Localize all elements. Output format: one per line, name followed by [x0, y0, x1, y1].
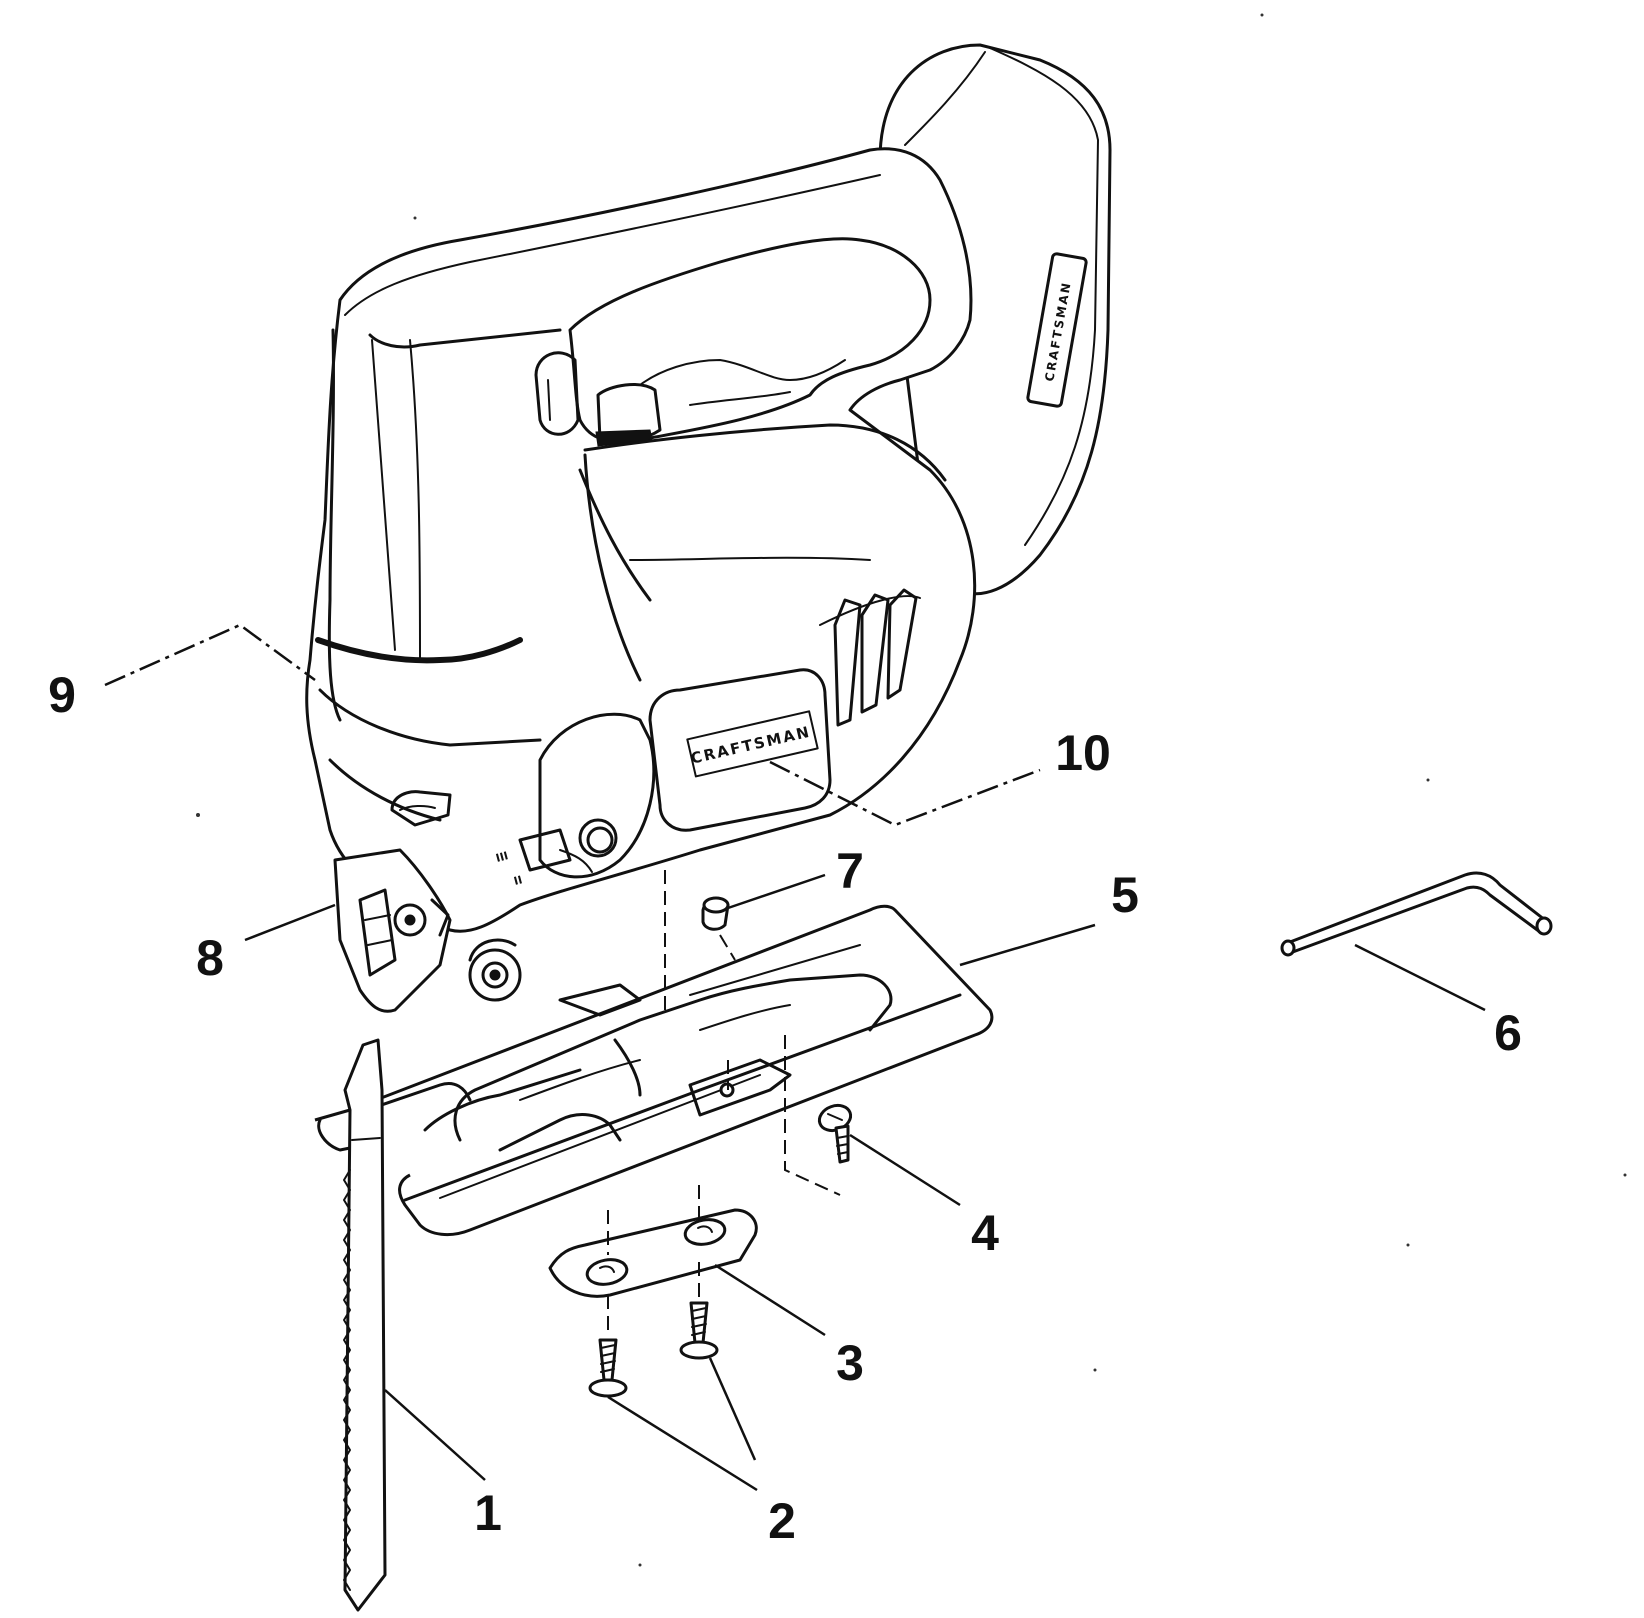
base-shoe — [314, 904, 994, 1237]
svg-text:II: II — [512, 873, 523, 888]
svg-text:III: III — [494, 849, 509, 865]
screw-4 — [817, 1103, 853, 1164]
hex-key — [1280, 871, 1553, 957]
assembly-guides — [607, 870, 841, 1330]
callout-labels: 1 2 3 4 5 6 7 8 9 10 — [48, 667, 1522, 1549]
callout-leaders — [104, 623, 1486, 1492]
callout-2: 2 — [768, 1493, 796, 1549]
plug — [701, 896, 730, 931]
callout-6: 6 — [1494, 1005, 1522, 1061]
screw-right — [679, 1301, 719, 1360]
scan-specks — [196, 13, 1627, 1567]
callout-3: 3 — [836, 1335, 864, 1391]
jigsaw-housing: III II — [305, 43, 1112, 1013]
callout-1: 1 — [474, 1485, 502, 1541]
callout-7: 7 — [836, 843, 864, 899]
blade-clamp — [333, 848, 452, 1013]
callout-10: 10 — [1055, 725, 1111, 781]
callout-8: 8 — [196, 930, 224, 986]
clamp-plate — [548, 1208, 758, 1298]
saw-blade — [343, 1038, 387, 1612]
handle-brand-badge: CRAFTSMAN — [1026, 252, 1088, 408]
callout-5: 5 — [1111, 867, 1139, 923]
callout-4: 4 — [971, 1205, 999, 1261]
screw-left — [588, 1338, 628, 1398]
callout-9: 9 — [48, 667, 76, 723]
roller-guide — [468, 938, 522, 1002]
